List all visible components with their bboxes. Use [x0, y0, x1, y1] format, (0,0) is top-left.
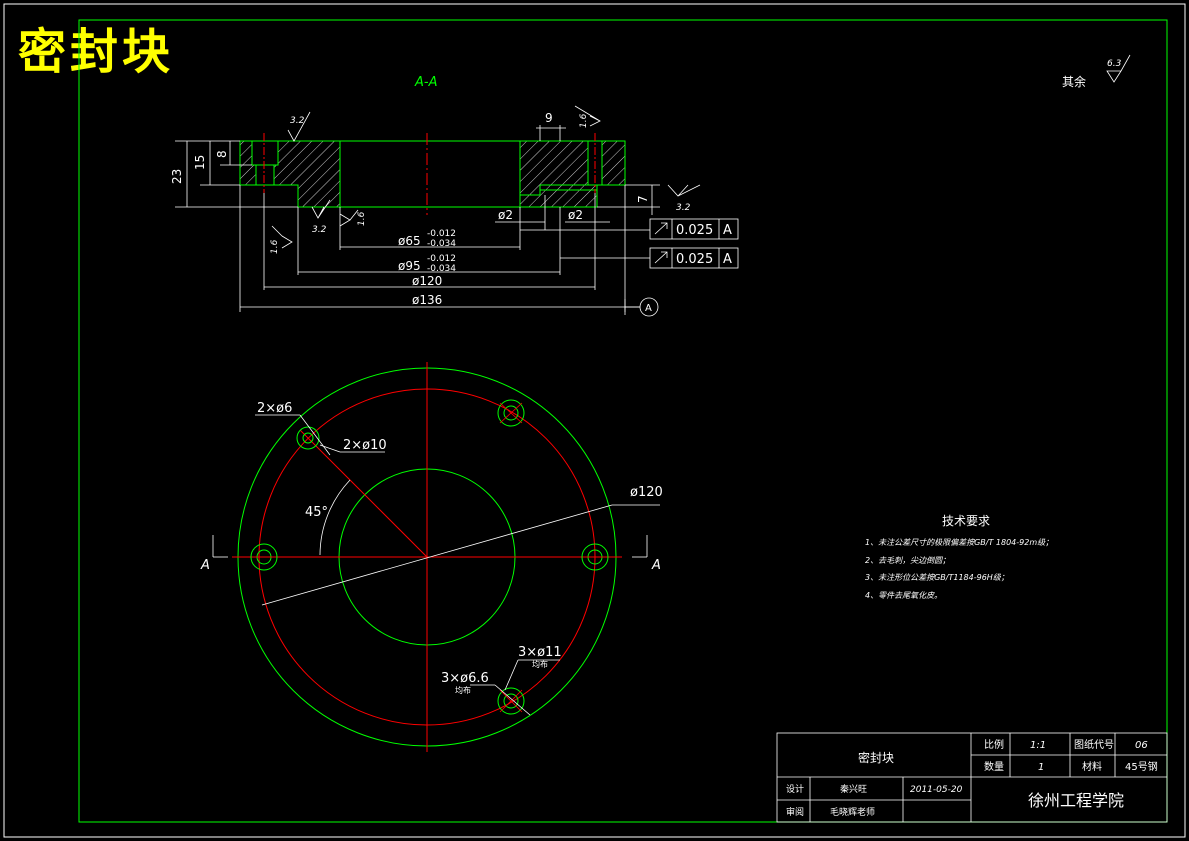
title-block-text: 密封块 比例 1:1 图纸代号 06 数量 1 材料 45号钢 设计 秦兴旺 2…	[786, 738, 1158, 818]
tolerance-datum: A	[723, 223, 732, 238]
plan-dim-text: 2×ø6 2×ø10 45° ø120 3×ø11 均布 3×ø6.6 均布 A…	[200, 401, 663, 695]
oil-channel	[520, 184, 597, 196]
runout-icon	[654, 251, 668, 264]
hole-dim-2x10: 2×ø10	[343, 438, 387, 453]
designer: 秦兴旺	[840, 783, 867, 795]
tech-req-item: 1、未注公差尺寸的极限偏差按GB/T 1804-92m级；	[865, 538, 1053, 547]
dim-phi65: ø65	[398, 234, 421, 248]
dim-8: 8	[215, 150, 229, 158]
scale-label: 比例	[984, 738, 1004, 751]
school-name: 徐州工程学院	[1028, 791, 1124, 810]
angle-dim-45: 45°	[305, 505, 328, 520]
dim-23: 23	[170, 169, 184, 184]
drawing-no-label: 图纸代号	[1074, 738, 1114, 751]
material-label: 材料	[1082, 760, 1102, 773]
roughness-icon	[339, 209, 359, 227]
centerline-45	[299, 429, 428, 558]
inner-frame	[78, 19, 1168, 823]
hole-dim-2x6: 2×ø6	[257, 401, 292, 416]
dia-dim-120: ø120	[630, 485, 663, 500]
scale-value: 1:1	[1030, 740, 1046, 751]
dim-phi65-lower: -0.034	[427, 239, 456, 249]
roughness-values: 3.2 3.2 1.6 1.6 1.6 3.2 6.3	[270, 59, 1122, 254]
roughness-value: 1.6	[579, 113, 589, 128]
section-label: A-A	[414, 75, 437, 90]
roughness-symbols	[271, 54, 1131, 249]
section-right-body	[519, 140, 626, 208]
roughness-icon	[287, 111, 311, 142]
section-dimensions	[175, 125, 660, 317]
title-block	[776, 732, 1168, 823]
reviewer: 毛晓辉老师	[830, 806, 875, 818]
other-roughness-value: 6.3	[1107, 59, 1122, 69]
roughness-icon	[311, 199, 331, 219]
design-label: 设计	[786, 783, 804, 795]
dim-15: 15	[193, 155, 207, 170]
roughness-icon	[574, 105, 601, 127]
dim-phi95-upper: -0.012	[427, 254, 456, 264]
date: 2011-05-20	[910, 785, 963, 795]
tolerance-value: 0.025	[676, 252, 713, 267]
drawing-no: 06	[1135, 740, 1148, 751]
tech-req-heading: 技术要求	[942, 514, 990, 528]
qty-value: 1	[1038, 762, 1044, 773]
drawing-title: 密封块	[18, 24, 175, 80]
dim-phi2-left: ø2	[498, 208, 513, 222]
dim-phi65-upper: -0.012	[427, 229, 456, 239]
roughness-value: 3.2	[312, 225, 327, 235]
section-marker-right: A	[651, 558, 661, 573]
dim-9: 9	[545, 111, 553, 125]
plan-dimensions	[212, 414, 660, 716]
hole-dim-3x6.6: 3×ø6.6	[441, 671, 489, 686]
roughness-icon	[271, 225, 293, 249]
tech-req-item: 3、未注形位公差按GB/T1184-96H级；	[865, 573, 1009, 582]
roughness-value: 3.2	[290, 116, 305, 126]
left-counterbore	[251, 140, 279, 166]
tech-req-item: 4、零件去尾氧化皮。	[865, 591, 942, 600]
tolerance-frame	[649, 218, 739, 269]
section-marker-left: A	[200, 558, 210, 573]
dim-7: 7	[636, 195, 650, 203]
hole-dim-3x11: 3×ø11	[518, 645, 562, 660]
dim-phi120: ø120	[412, 274, 442, 288]
hole-dim-3x6.6-note: 均布	[455, 685, 471, 695]
other-roughness-label: 其余	[1062, 74, 1086, 89]
review-label: 审阅	[786, 806, 804, 818]
material-value: 45号钢	[1125, 760, 1158, 773]
technical-requirements: 技术要求 1、未注公差尺寸的极限偏差按GB/T 1804-92m级； 2、去毛刺…	[865, 514, 1053, 600]
tolerance-datum: A	[723, 252, 732, 267]
dim-phi2-right: ø2	[568, 208, 583, 222]
dim-phi95: ø95	[398, 259, 421, 273]
roughness-icon	[1106, 54, 1131, 83]
runout-icon	[654, 222, 668, 235]
qty-label: 数量	[984, 760, 1004, 773]
dim-phi95-lower: -0.034	[427, 264, 456, 274]
section-view: A-A	[239, 75, 626, 215]
hole-dim-3x11-note: 均布	[532, 659, 548, 669]
hole-top-left	[296, 426, 320, 450]
roughness-value: 1.6	[357, 211, 367, 226]
section-dim-text: 23 15 8 9 7 ø2 ø2 ø65 -0.012 -0.034 ø95 …	[170, 111, 652, 314]
hole-top-right	[497, 399, 525, 427]
outer-frame	[3, 3, 1186, 838]
part-name: 密封块	[858, 750, 894, 765]
roughness-value: 1.6	[270, 239, 280, 254]
tolerance-value: 0.025	[676, 223, 713, 238]
roughness-value: 3.2	[676, 203, 691, 213]
tech-req-item: 2、去毛刺，尖边倒圆；	[865, 556, 950, 565]
hole-bottom	[497, 687, 525, 715]
datum-label: A	[645, 303, 652, 314]
tolerance-text: 0.025 A 0.025 A	[676, 223, 732, 267]
dim-phi136: ø136	[412, 293, 442, 307]
plan-view	[232, 362, 622, 752]
roughness-icon	[667, 184, 701, 197]
